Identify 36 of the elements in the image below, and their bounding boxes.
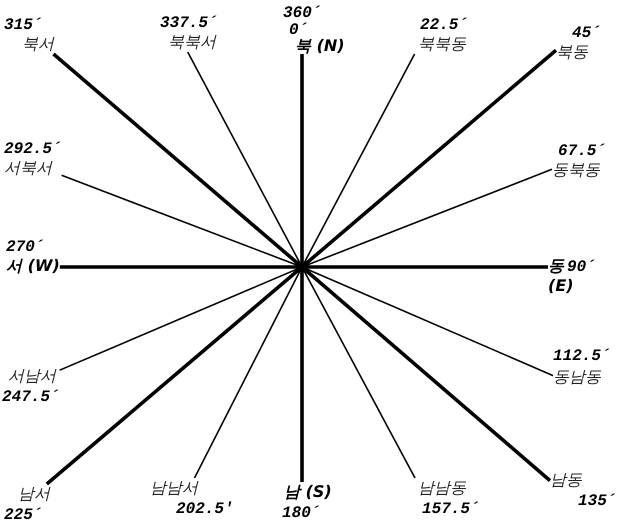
degree-label: 45´ (572, 23, 601, 43)
degree-label: 157.5´ (422, 499, 480, 519)
direction-label: 서 (W) (6, 256, 60, 276)
direction-label: 북북서 (168, 32, 216, 52)
direction-label: 남서 (18, 484, 50, 504)
degree-label: 225´ (4, 505, 42, 525)
degree-label: 90´ (567, 257, 596, 277)
direction-label: 서남서 (8, 366, 56, 386)
degree-label: 67.5´ (558, 141, 606, 161)
direction-label: 동북동 (552, 160, 600, 180)
degree-label: 247.5´ (2, 387, 60, 407)
degree-label: 292.5´ (4, 139, 62, 159)
degree-label: 135´ (578, 491, 616, 511)
direction-label: (E) (548, 276, 574, 296)
degree-label: 270´ (6, 237, 44, 257)
degree-label: 180´ (282, 503, 320, 523)
compass-line (300, 54, 304, 482)
direction-label: 북서 (22, 34, 54, 54)
direction-label: 남 (S) (284, 482, 332, 502)
direction-label: 남동 (550, 470, 582, 490)
direction-label: 북북동 (418, 34, 466, 54)
compass-line (60, 265, 548, 269)
direction-label: 남남동 (418, 478, 466, 498)
degree-label: 337.5´ (160, 13, 218, 33)
degree-label: 315´ (4, 15, 42, 35)
direction-label: 남남서 (150, 478, 198, 498)
direction-label: 북동 (556, 42, 588, 62)
direction-label: 동 (548, 256, 564, 276)
degree-label: 22.5´ (420, 15, 468, 35)
direction-label: 동남동 (553, 366, 601, 388)
degree-label: 0´ (289, 22, 308, 39)
degree-label: 202.5' (176, 499, 234, 519)
degree-label: 360´ (283, 5, 322, 22)
direction-label: 서북서 (4, 158, 52, 178)
direction-label: 북 (N) (295, 37, 345, 54)
degree-label: 112.5´ (553, 346, 611, 367)
